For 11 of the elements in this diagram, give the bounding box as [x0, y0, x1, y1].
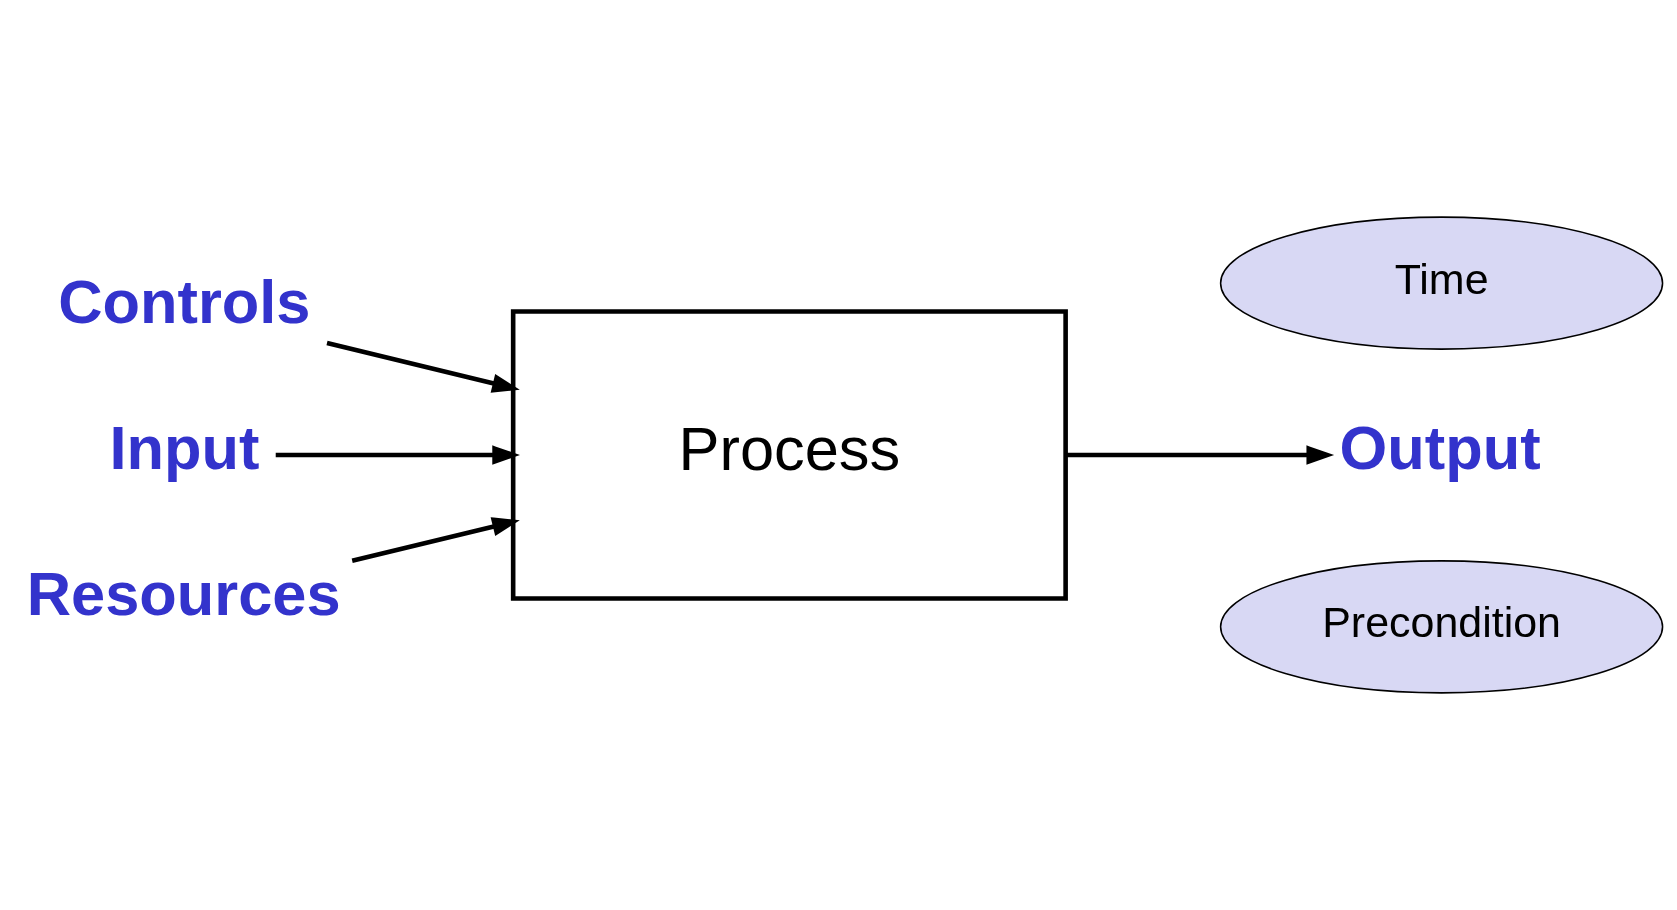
- node-text: Controls: [58, 267, 311, 337]
- arrow: [1065, 445, 1335, 465]
- arrow: [326, 340, 520, 393]
- node-ellipse: Precondition: [1219, 560, 1664, 694]
- arrow: [351, 517, 520, 564]
- node-text: Resources: [26, 558, 341, 628]
- node-text: Input: [109, 412, 260, 482]
- node-ellipse: Time: [1219, 216, 1664, 350]
- node-box: Process: [510, 309, 1068, 601]
- node-text: Output: [1339, 412, 1541, 482]
- arrow: [275, 445, 520, 465]
